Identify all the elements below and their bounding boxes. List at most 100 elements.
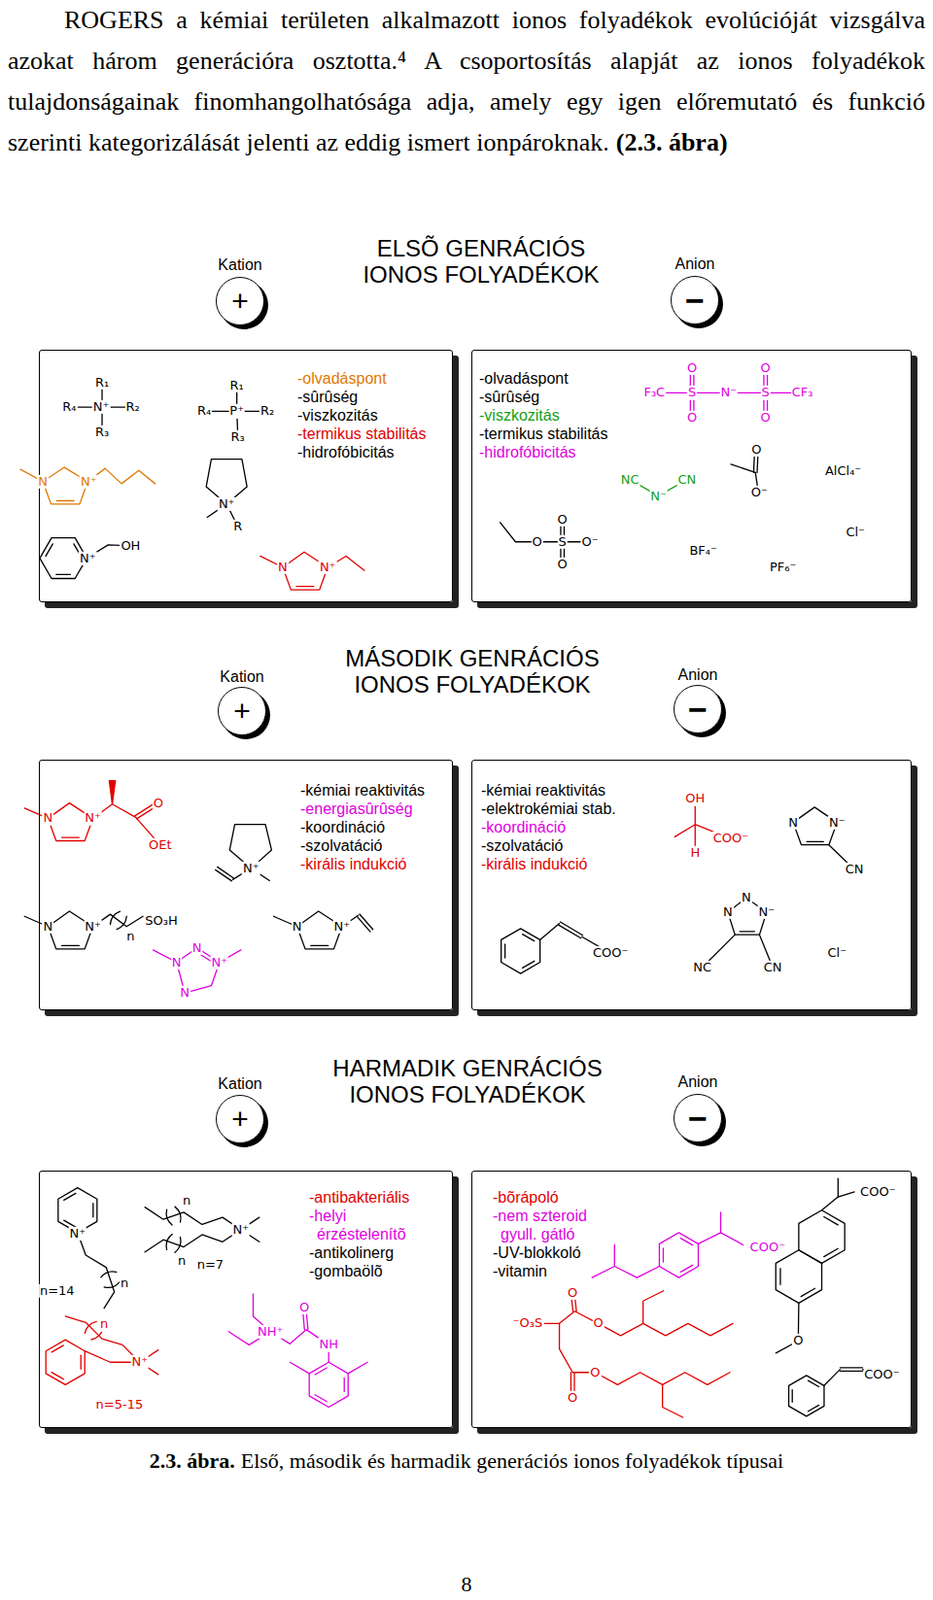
atom-label: R₂ (124, 400, 140, 415)
repeat-bracket (166, 1209, 173, 1226)
ring-double-bond (662, 1248, 664, 1263)
ion-sign: − (685, 283, 705, 317)
double-bond (559, 922, 583, 936)
property-item: -viszkozitás (479, 406, 608, 425)
ring-bond (45, 1340, 85, 1385)
page-number: 8 (0, 1572, 933, 1598)
ring-double-bond (314, 1395, 327, 1403)
ion-circle: + (215, 276, 265, 326)
ion-sign: − (688, 692, 708, 726)
ion-sign: + (231, 1105, 249, 1135)
ion-heading: Anion (654, 665, 742, 686)
atom-label: BF₄⁻ (688, 544, 718, 558)
atom-label: O (566, 1286, 579, 1301)
ion-sign: + (231, 286, 249, 316)
section-title: HARMADIK GENRÁCIÓS IONOS FOLYADÉKOK (321, 1055, 614, 1108)
bond-line (500, 522, 590, 543)
atom-label: n (99, 1317, 109, 1332)
atom-label: O (298, 1300, 311, 1314)
property-item: -sûrûség (297, 387, 426, 407)
property-item: -királis indukció (300, 855, 425, 874)
ring-double-bond (296, 586, 314, 588)
repeat-bracket (174, 1237, 181, 1253)
chemical-structure (273, 911, 373, 950)
chemical-structure (24, 781, 160, 844)
atom-label: P⁺ (228, 404, 245, 418)
ring-bond (775, 1250, 822, 1305)
atom-label: AlCl₄⁻ (824, 464, 863, 479)
ring-double-bond (61, 836, 79, 838)
atom-label: O (556, 557, 569, 572)
ring-double-bond (680, 1239, 692, 1246)
atom-label: NC (620, 473, 641, 487)
property-item: -viszkozitás (297, 406, 426, 425)
chemical-structure (775, 1178, 855, 1354)
atom-label: R₃ (230, 429, 246, 444)
ring-double-bond (314, 1368, 327, 1376)
atom-label: O (591, 1316, 604, 1331)
atom-label: O (686, 361, 698, 376)
atom-label: COO⁻ (712, 831, 750, 846)
property-item: -szolvatáció (300, 836, 425, 856)
chemical-structure (144, 1207, 260, 1253)
atom-label: R₄ (196, 404, 212, 418)
atom-label: COO⁻ (591, 946, 629, 961)
ion-circle: − (673, 685, 723, 734)
ion-sign-node: Kation+ (196, 255, 284, 326)
atom-label: COO⁻ (859, 1185, 897, 1200)
atom-label: CF₃ (791, 385, 815, 400)
atom-label: R₃ (94, 425, 110, 440)
ring-double-bond (522, 961, 535, 968)
ion-sign: − (688, 1102, 708, 1136)
property-list: -olvadáspont-sûrûség-viszkozitás-termiku… (479, 369, 608, 462)
ring-double-bond (800, 1288, 815, 1297)
atom-label: n (181, 1194, 192, 1209)
atom-label: N⁻ (720, 385, 739, 400)
atom-label: H (689, 846, 701, 861)
atom-label: NH (317, 1338, 340, 1352)
body-text: ROGERS a kémiai területen alkalmazott io… (7, 5, 926, 157)
atom-label: N⁺ (69, 1227, 88, 1242)
property-item: -gombaölõ (309, 1262, 415, 1281)
ion-sign-node: Anion− (651, 254, 739, 325)
body-text: (2.3. ábra) (616, 128, 728, 157)
ring-bond (658, 1233, 698, 1279)
atom-label: R₁ (94, 376, 110, 390)
bond-line (65, 1316, 140, 1363)
bond-line (694, 798, 696, 854)
chemical-structure (39, 538, 131, 580)
chemical-structure (260, 552, 365, 590)
atom-label: N (42, 811, 55, 826)
atom-label: OH (684, 792, 706, 806)
property-item: -antikolinerg (309, 1244, 415, 1263)
atom-label: F₃C (642, 385, 666, 400)
atom-label: CN (676, 473, 697, 487)
atom-label: N⁻ (649, 488, 668, 503)
atom-label: O (152, 795, 165, 810)
atom-label: N⁺ (83, 920, 103, 934)
atom-label: N⁺ (232, 1222, 251, 1237)
ring-double-bond (779, 1269, 781, 1286)
atom-label: O (588, 1366, 601, 1381)
bond-line (824, 1370, 841, 1387)
ion-circle: − (670, 276, 720, 325)
bond-line (527, 1312, 733, 1337)
atom-label: n (119, 1277, 130, 1291)
repeat-bracket (116, 916, 127, 930)
property-box: -kémiai reaktivitás-energiasûrûség-koord… (38, 760, 453, 1011)
bond-line (289, 1362, 310, 1375)
atom-label: ⁻O₃S (512, 1316, 545, 1331)
caption-line: 2.3. ábra.Első, második és harmadik gene… (0, 1448, 933, 1476)
atom-label: Cl⁻ (844, 525, 866, 540)
property-item: -energiasûrûség (300, 799, 425, 819)
double-bond (215, 869, 233, 882)
ion-sign-node: Anion− (654, 1072, 742, 1143)
ring-double-bond (680, 1265, 692, 1273)
atom-label: n=14 (38, 1284, 76, 1299)
property-item: -hidrofóbicitás (297, 443, 426, 462)
atom-label: n (176, 1254, 187, 1269)
atom-label: O⁻ (581, 535, 600, 550)
repeat-bracket (174, 1207, 181, 1223)
property-item: -termikus stabilitás (479, 424, 608, 444)
